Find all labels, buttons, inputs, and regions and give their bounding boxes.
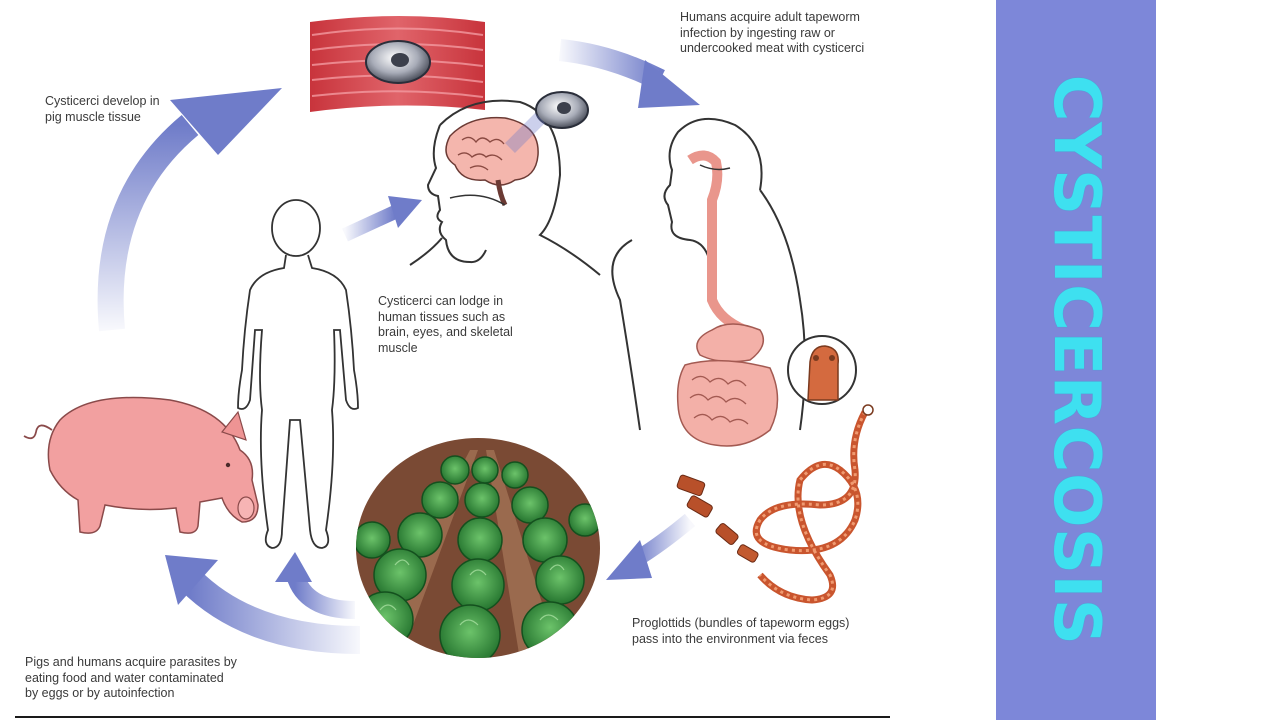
caption-tissues: Cysticerci can lodge in human tissues su… [378,294,513,355]
diagram-illustration [23,16,874,658]
caption-acquire: Pigs and humans acquire parasites by eat… [25,655,237,700]
pig-icon [23,396,259,534]
lifecycle-diagram: Cysticerci develop in pig muscle tissue … [15,10,890,718]
caption-muscle: Cysticerci develop in pig muscle tissue [45,94,160,124]
arrow-field-to-pig [165,555,361,654]
side-title: CYSTICERCOSIS [1039,74,1113,646]
arrow-muscle-to-human [558,39,700,108]
arrow-worm-to-field [606,513,696,580]
title-panel: CYSTICERCOSIS [996,0,1156,720]
arrow-pig-to-muscle [97,88,282,332]
tapeworm-icon [676,404,874,604]
human-body-icon [237,199,359,549]
caption-ingest: Humans acquire adult tapeworm infection … [680,10,865,55]
digestive-system-icon [611,117,857,447]
human-head-brain-icon [409,91,601,276]
arrow-field-to-human [275,552,356,619]
muscle-tissue-icon [310,16,485,112]
arrow-body-to-head [342,196,422,242]
caption-proglottids: Proglottids (bundles of tapeworm eggs) p… [632,616,850,646]
cabbage-field-icon [356,438,600,658]
bottom-divider [15,716,890,718]
